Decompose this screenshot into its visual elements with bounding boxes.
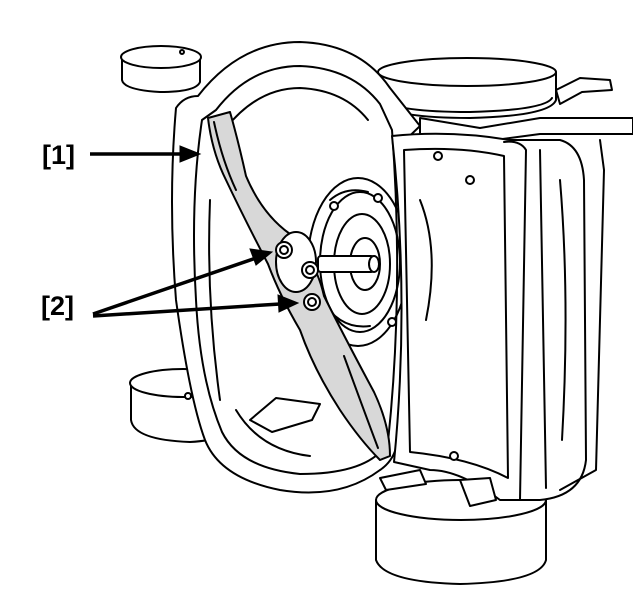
callout-label-2: [2]	[41, 291, 74, 321]
rear-left-wheel	[120, 45, 202, 93]
drive-shaft	[317, 255, 375, 273]
handle-bracket	[555, 77, 613, 105]
callout-arrows	[90, 145, 300, 318]
side-housing	[391, 132, 587, 501]
blade-bolts	[275, 231, 321, 311]
rear-right-wheel	[377, 57, 557, 119]
arrow-2a	[92, 248, 274, 316]
arrow-1	[90, 145, 202, 163]
callout-label-1: [1]	[42, 140, 75, 170]
arrow-2b	[92, 294, 300, 318]
